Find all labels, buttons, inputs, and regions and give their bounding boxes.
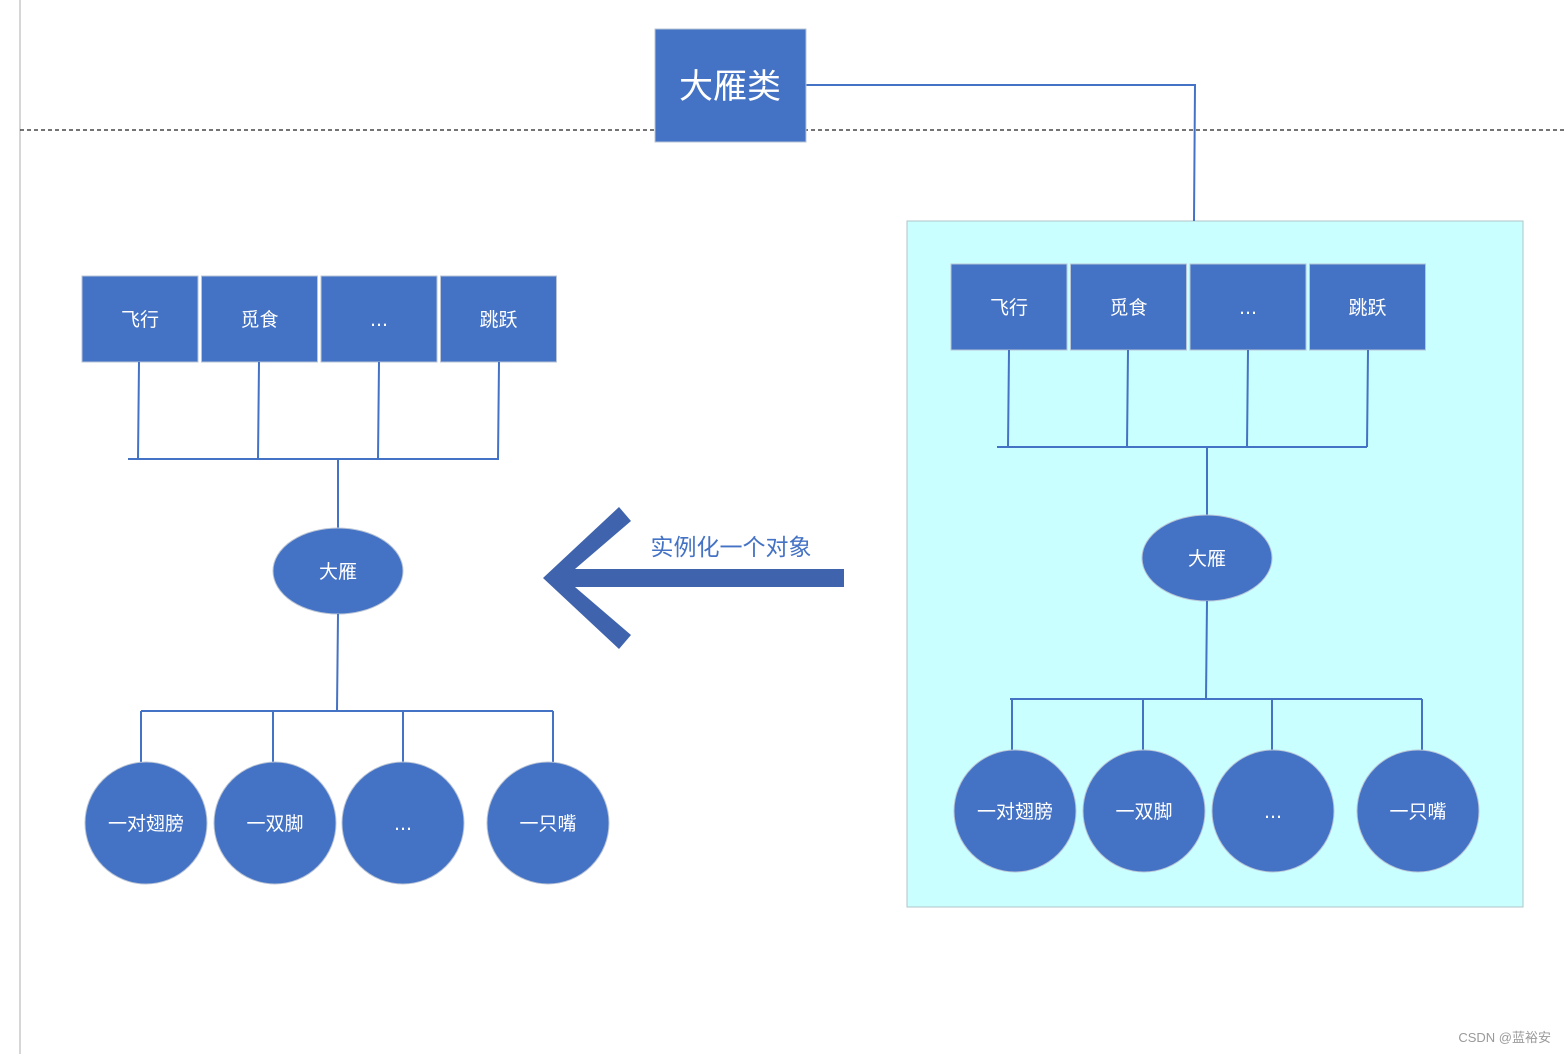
watermark: CSDN @蓝裕安 — [1458, 1030, 1551, 1045]
class-node-label: 大雁类 — [679, 67, 781, 107]
object-attribute-node[interactable]: ... — [341, 761, 465, 885]
class-method-label: 觅食 — [1109, 297, 1147, 319]
class-instance-node[interactable]: 大雁 — [1141, 514, 1273, 602]
object-attribute-label: 一双脚 — [246, 813, 303, 835]
object-attribute-node[interactable]: 一对翅膀 — [84, 761, 208, 885]
class-attribute-node[interactable]: ... — [1211, 749, 1335, 873]
instantiate-arrow: 实例化一个对象 — [543, 507, 844, 649]
object-method-label: 跳跃 — [479, 309, 517, 331]
object-attribute-label: 一对翅膀 — [108, 813, 184, 835]
class-method-box[interactable]: ... — [1189, 263, 1307, 351]
object-attribute-label: ... — [394, 813, 412, 835]
class-instance-label: 大雁 — [1188, 548, 1226, 570]
class-attribute-label: ... — [1264, 801, 1282, 823]
object-instance-label: 大雁 — [319, 561, 357, 583]
left-arrow-icon — [543, 507, 844, 649]
class-node[interactable]: 大雁类 — [654, 28, 807, 143]
class-method-label: 飞行 — [990, 297, 1028, 319]
class-method-connector — [1246, 349, 1249, 448]
object-attribute-label: 一只嘴 — [519, 813, 576, 835]
class-method-box[interactable]: 觅食 — [1070, 263, 1187, 351]
class-method-connector — [1126, 349, 1129, 448]
object-attribute-node[interactable]: 一双脚 — [213, 761, 337, 885]
object-trunk-lower — [336, 613, 339, 712]
class-method-box[interactable]: 跳跃 — [1309, 263, 1426, 351]
class-method-label: ... — [1239, 297, 1257, 319]
class-method-box[interactable]: 飞行 — [950, 263, 1068, 351]
class-attribute-label: 一双脚 — [1115, 801, 1172, 823]
object-method-connector — [257, 361, 260, 460]
object-method-connector — [137, 361, 140, 460]
object-method-label: ... — [370, 309, 388, 331]
class-method-label: 跳跃 — [1348, 297, 1386, 319]
class-trunk-lower — [1205, 600, 1208, 700]
object-method-connector — [377, 361, 380, 460]
class-attribute-label: 一只嘴 — [1389, 801, 1446, 823]
class-attribute-node[interactable]: 一对翅膀 — [953, 749, 1077, 873]
object-method-box[interactable]: 觅食 — [201, 275, 318, 363]
arrow-label: 实例化一个对象 — [651, 535, 812, 561]
object-method-box[interactable]: 跳跃 — [440, 275, 557, 363]
object-method-label: 觅食 — [240, 309, 278, 331]
object-instance-node[interactable]: 大雁 — [272, 527, 404, 615]
class-method-connector — [1366, 349, 1369, 448]
object-method-label: 飞行 — [121, 309, 159, 331]
object-method-box[interactable]: ... — [320, 275, 438, 363]
class-attribute-label: 一对翅膀 — [977, 801, 1053, 823]
class-attribute-node[interactable]: 一双脚 — [1082, 749, 1206, 873]
object-method-box[interactable]: 飞行 — [81, 275, 199, 363]
class-method-connector — [1007, 349, 1010, 448]
object-method-connector — [497, 361, 500, 460]
class-connector-line — [806, 84, 1197, 222]
class-attribute-node[interactable]: 一只嘴 — [1356, 749, 1480, 873]
object-attribute-node[interactable]: 一只嘴 — [486, 761, 610, 885]
